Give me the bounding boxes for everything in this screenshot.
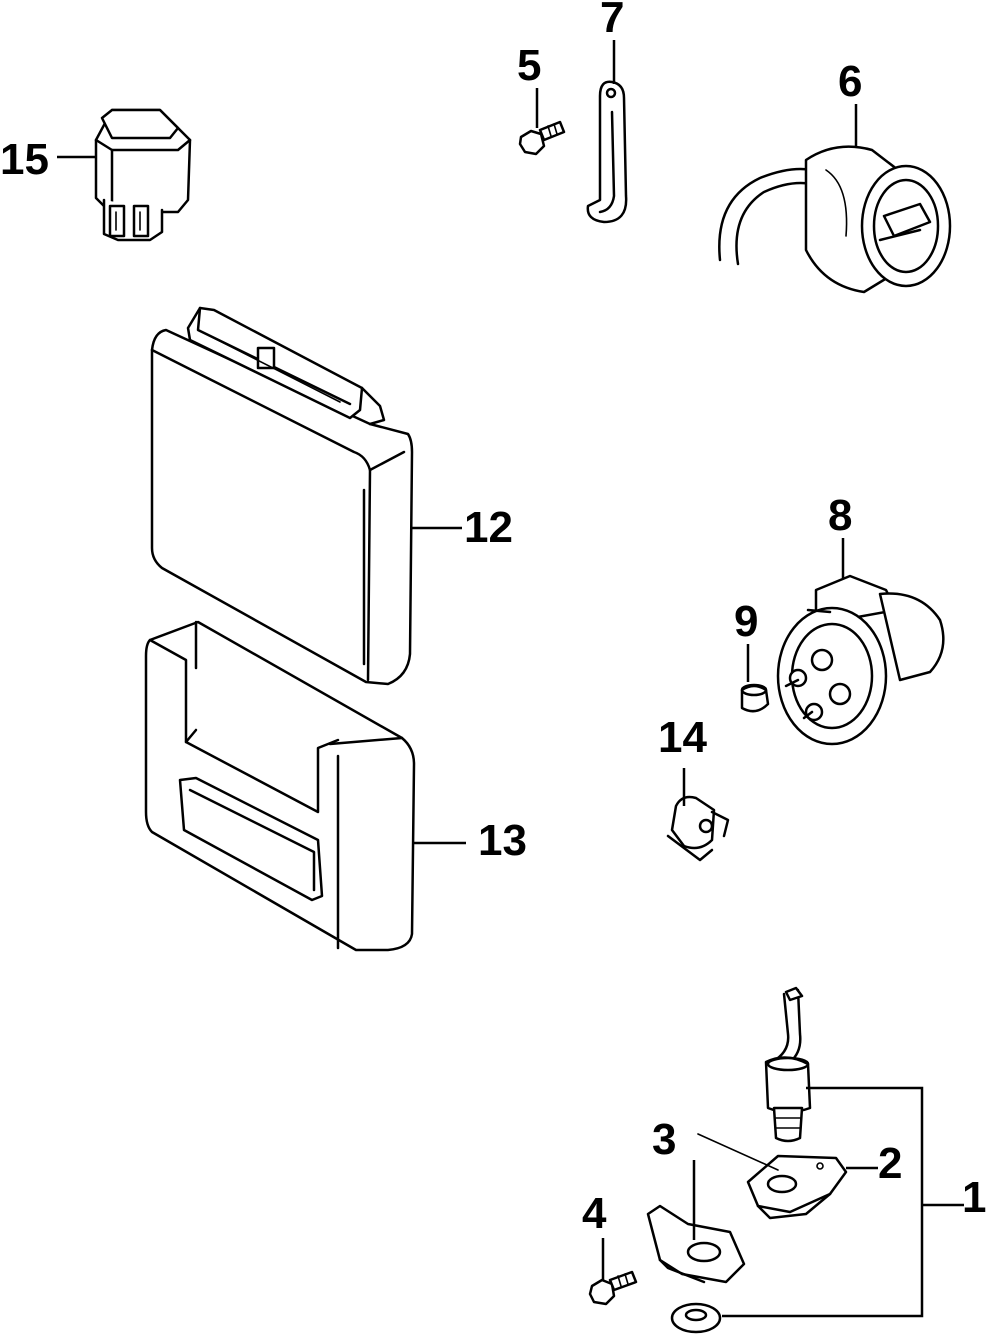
callout-12: 12 [464, 503, 513, 552]
part-12-control-module [150, 306, 414, 686]
part-7-strap [586, 80, 628, 224]
part-1-washer [670, 1302, 722, 1334]
callout-15: 15 [0, 135, 49, 184]
part-2-plate [746, 1154, 848, 1220]
callout-2: 2 [878, 1139, 902, 1188]
part-4-bolt [588, 1270, 638, 1306]
leader-3-ref [697, 1133, 779, 1171]
part-6-connector [718, 145, 952, 294]
part-15-relay [94, 108, 192, 242]
callout-8: 8 [828, 491, 852, 540]
callout-4: 4 [582, 1189, 607, 1238]
callout-13: 13 [478, 816, 527, 865]
part-9-cap [740, 683, 770, 713]
callout-6: 6 [838, 57, 862, 106]
part-13-module-bracket [144, 620, 416, 952]
callout-3: 3 [652, 1115, 676, 1164]
callout-14: 14 [658, 713, 707, 762]
part-8-multi-pin-connector [776, 574, 945, 746]
group-bracket-1 [722, 1086, 924, 1318]
callout-5: 5 [517, 41, 541, 90]
callout-1: 1 [962, 1173, 986, 1222]
part-1-sensor [764, 986, 812, 1143]
part-5-bolt [518, 120, 566, 156]
part-14-clip [666, 795, 730, 862]
callout-9: 9 [734, 597, 758, 646]
part-3-bracket [646, 1204, 746, 1284]
callout-7: 7 [600, 0, 624, 42]
